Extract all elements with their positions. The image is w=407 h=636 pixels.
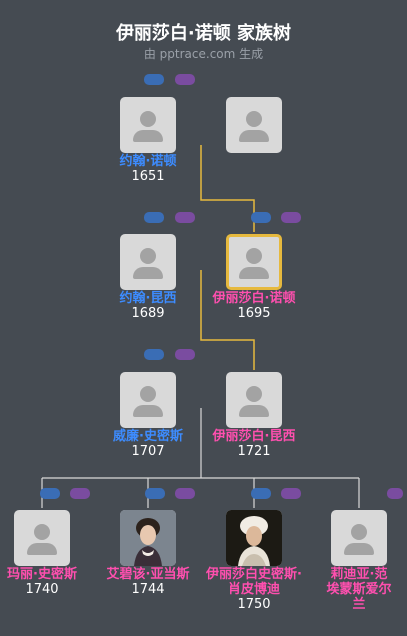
person-year: 1689 — [131, 306, 165, 321]
page-subtitle: 由 pptrace.com 生成 — [143, 47, 264, 61]
person-card-elizabeth-smith-shaw-peabody[interactable]: 伊丽莎白史密斯·肖皮博迪 1750 — [194, 510, 314, 613]
expand-badge-icon[interactable] — [144, 349, 164, 360]
expand-badge-icon[interactable] — [175, 212, 195, 223]
person-placeholder-icon — [120, 97, 176, 153]
portrait-photo — [226, 510, 282, 566]
person-year: 1744 — [131, 582, 165, 597]
person-name: 伊丽莎白·诺顿 — [212, 291, 296, 306]
expand-badge-icon[interactable] — [251, 212, 271, 223]
person-year: 1651 — [131, 169, 165, 184]
person-year: 1721 — [237, 444, 271, 459]
expand-badge-icon[interactable] — [175, 349, 195, 360]
person-card-unknown-spouse[interactable] — [194, 97, 314, 153]
person-year: 1695 — [237, 306, 271, 321]
expand-badge-icon[interactable] — [387, 488, 403, 499]
person-name: 玛丽·史密斯 — [7, 567, 77, 582]
connector-gen1-to-focus — [200, 145, 255, 232]
connector-focus-to-child — [200, 270, 255, 370]
person-placeholder-icon — [331, 510, 387, 566]
portrait-photo — [120, 510, 176, 566]
person-name: 约翰·昆西 — [119, 291, 177, 306]
person-name: 伊丽莎白史密斯·肖皮博迪 — [206, 567, 302, 597]
expand-badge-icon[interactable] — [144, 212, 164, 223]
expand-badge-icon[interactable] — [281, 212, 301, 223]
expand-badge-icon[interactable] — [40, 488, 60, 499]
person-year: 1750 — [237, 597, 271, 612]
person-name: 约翰·诺顿 — [119, 154, 177, 169]
person-card-john-quincy[interactable]: 约翰·昆西 1689 — [88, 234, 208, 322]
person-card-elizabeth-norton-focus[interactable]: 伊丽莎白·诺顿 1695 — [194, 234, 314, 322]
person-card-mary-smith[interactable]: 玛丽·史密斯 1740 — [0, 510, 102, 598]
person-placeholder-icon — [226, 372, 282, 428]
person-name: 艾碧该·亚当斯 — [106, 567, 190, 582]
person-placeholder-icon — [226, 234, 282, 290]
expand-badge-icon[interactable] — [281, 488, 301, 499]
person-placeholder-icon — [120, 234, 176, 290]
person-name: 伊丽莎白·昆西 — [212, 429, 296, 444]
person-name: 威廉·史密斯 — [113, 429, 183, 444]
person-placeholder-icon — [14, 510, 70, 566]
person-placeholder-icon — [226, 97, 282, 153]
person-placeholder-icon — [120, 372, 176, 428]
person-year: 1707 — [131, 444, 165, 459]
expand-badge-icon[interactable] — [144, 74, 164, 85]
expand-badge-icon[interactable] — [251, 488, 271, 499]
person-card-abigail-adams[interactable]: 艾碧该·亚当斯 1744 — [88, 510, 208, 598]
expand-badge-icon[interactable] — [175, 488, 195, 499]
person-card-william-smith[interactable]: 威廉·史密斯 1707 — [88, 372, 208, 460]
person-card-lydia-van-emmons-ireland[interactable]: 莉迪亚·范埃蒙斯爱尔兰 — [299, 510, 407, 612]
expand-badge-icon[interactable] — [70, 488, 90, 499]
expand-badge-icon[interactable] — [175, 74, 195, 85]
person-year: 1740 — [25, 582, 59, 597]
page-title: 伊丽莎白·诺顿 家族树 — [115, 23, 292, 44]
person-card-elizabeth-quincy[interactable]: 伊丽莎白·昆西 1721 — [194, 372, 314, 460]
person-card-john-norton[interactable]: 约翰·诺顿 1651 — [88, 97, 208, 185]
expand-badge-icon[interactable] — [145, 488, 165, 499]
person-name: 莉迪亚·范埃蒙斯爱尔兰 — [326, 567, 392, 612]
